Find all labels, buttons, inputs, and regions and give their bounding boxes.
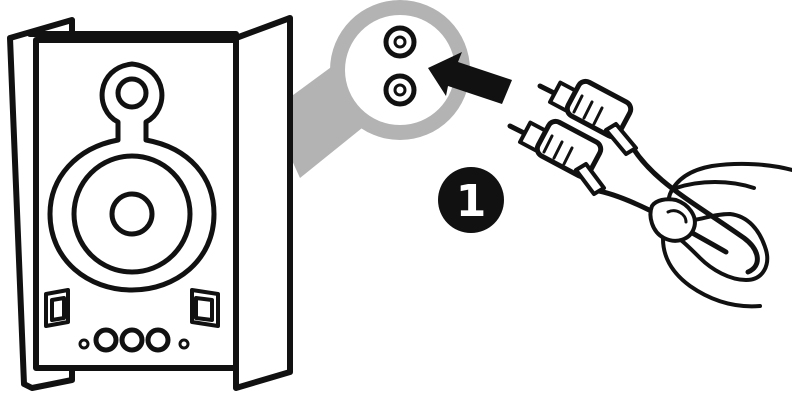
- input-jack-top-center: [395, 37, 405, 47]
- slot-left: [46, 290, 68, 326]
- tweeter: [118, 79, 146, 107]
- woofer-dustcap: [112, 194, 152, 234]
- front-jack-2: [122, 330, 142, 350]
- hand-finger-1: [676, 182, 754, 188]
- front-jack-3: [148, 330, 168, 350]
- front-screw-left: [80, 340, 88, 348]
- hand-thumb: [651, 199, 695, 241]
- rca-cable-icon: [510, 79, 757, 272]
- callout-magnifier: [270, 0, 470, 178]
- input-jack-bottom-center: [395, 85, 405, 95]
- step-number: 1: [456, 176, 487, 227]
- step-badge: 1: [438, 167, 504, 233]
- speaker-icon: [10, 18, 290, 388]
- slot-right: [192, 290, 218, 326]
- front-screw-right: [180, 340, 188, 348]
- rca-plug-lower: [510, 119, 604, 194]
- speaker-side-right: [236, 18, 290, 388]
- front-jack-1: [96, 330, 116, 350]
